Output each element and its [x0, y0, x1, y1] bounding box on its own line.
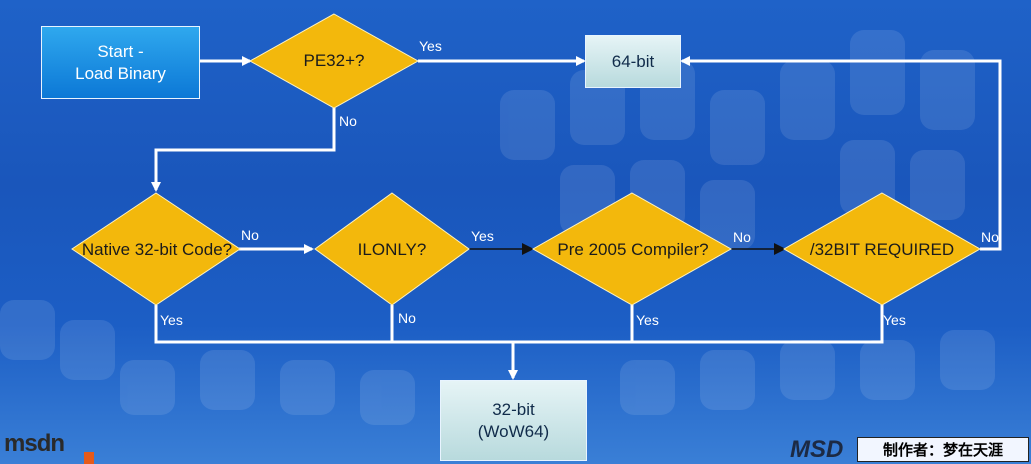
edge-label-pe32-yes: Yes	[419, 38, 442, 54]
decision-native-diamond	[71, 192, 241, 306]
msdn-logo-left: msdn	[4, 430, 65, 457]
start-node: Start - Load Binary	[41, 26, 200, 99]
start-node-label: Start - Load Binary	[75, 41, 166, 83]
result-32bit-label: 32-bit (WoW64)	[477, 399, 550, 441]
connector-yes-no-bus	[154, 305, 884, 344]
result-64bit-node: 64-bit	[585, 35, 681, 88]
edge-label-pre2005-no: No	[733, 229, 751, 245]
edge-label-ilonly-yes: Yes	[471, 228, 494, 244]
msdn-logo-accent	[84, 452, 94, 464]
decision-pre2005-label: Pre 2005 Compiler?	[557, 240, 709, 259]
connector-pe32-no-to-native	[151, 108, 336, 192]
decision-req32-label: /32BIT REQUIRED	[809, 240, 955, 259]
decision-pe32-label: PE32+?	[303, 51, 365, 70]
decision-ilonly-diamond	[314, 192, 470, 306]
connector-req32-no-to-64bit	[680, 56, 1002, 251]
result-32bit-node: 32-bit (WoW64)	[440, 380, 587, 461]
edge-label-native-yes: Yes	[160, 312, 183, 328]
decision-ilonly-label: ILONLY?	[357, 240, 427, 259]
author-watermark: 制作者：梦在天涯	[857, 437, 1029, 462]
decision-pe32-diamond	[248, 13, 420, 109]
decision-req32-diamond	[782, 192, 982, 306]
edge-label-req32-no: No	[981, 229, 999, 245]
msdn-logo-right: MSD	[790, 436, 844, 463]
edge-label-pre2005-yes: Yes	[636, 312, 659, 328]
edge-label-req32-yes: Yes	[883, 312, 906, 328]
decision-pre2005-diamond	[531, 192, 733, 306]
edge-label-native-no: No	[241, 227, 259, 243]
decision-native-label: Native 32-bit Code?	[81, 240, 233, 259]
edge-label-pe32-no: No	[339, 113, 357, 129]
edge-label-ilonly-no: No	[398, 310, 416, 326]
result-64bit-label: 64-bit	[611, 51, 655, 71]
